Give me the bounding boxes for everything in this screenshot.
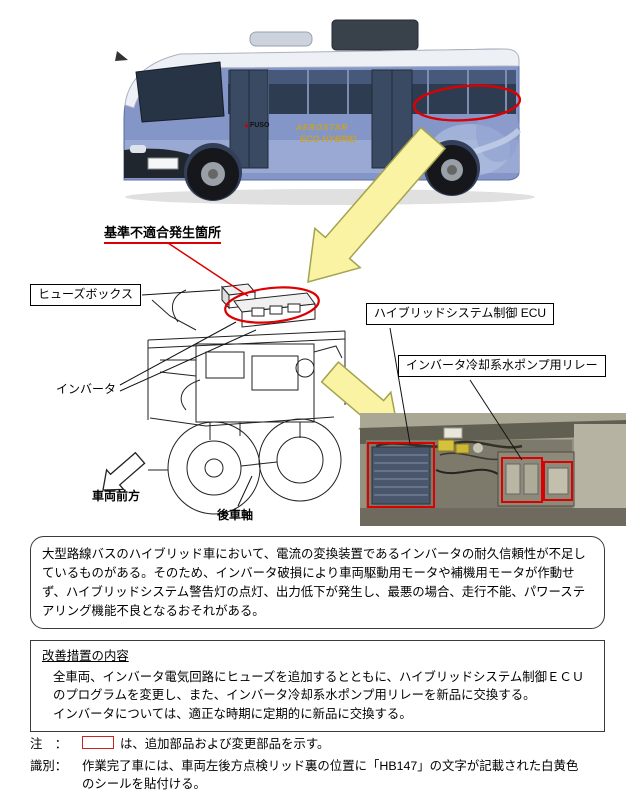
defect-area-ellipse-bus [412, 84, 522, 122]
bus-photo-graphic [115, 19, 535, 205]
measures-para-1: 全車両、インバータ電気回路にヒューズを追加するとともに、ハイブリッドシステム制御… [53, 669, 585, 703]
identification-row: 識別： 作業完了車には、車両左後方点検リッド裏の位置に「HB147」の文字が記載… [30, 757, 605, 794]
roof-fairing [249, 31, 313, 47]
measures-title: 改善措置の内容 [42, 649, 129, 663]
windshield [135, 61, 225, 123]
connector [455, 443, 470, 454]
front-hub [208, 169, 218, 179]
identification-label: 識別： [30, 758, 68, 773]
vehicle-front-label: 車両前方 [92, 489, 141, 503]
bus-eco-hybrid-logo: ECO HYBRID [300, 134, 357, 144]
measures-box: 改善措置の内容 全車両、インバータ電気回路にヒューズを追加するとともに、ハイブリ… [30, 640, 605, 733]
bus-shadow [125, 189, 535, 205]
hybrid-ecu-label: ハイブリッドシステム制御 ECU [366, 303, 555, 325]
notes-section: 注 ： は、追加部品および変更部品を示す。 識別： 作業完了車には、車両左後方点… [30, 735, 605, 797]
pump-relay-label: インバータ冷却系水ポンプ用リレー [398, 355, 606, 377]
relay [547, 467, 569, 495]
grommet [473, 443, 483, 453]
vehicle-front-arrow [102, 451, 146, 491]
bus-fuso-logo: ▲FUSO [243, 122, 270, 129]
inverter-assembly [220, 283, 316, 328]
rear-axle-label: 後車軸 [217, 508, 254, 522]
legend-added-part-box [82, 736, 114, 749]
relay-highlight-box [543, 461, 573, 501]
relay [505, 463, 521, 495]
relay-highlight-box [501, 457, 543, 503]
note-label: 注 ： [30, 737, 68, 751]
note-text: は、追加部品および変更部品を示す。 [120, 737, 330, 751]
fuse-box-label: ヒューズボックス [30, 284, 142, 306]
note-content: は、追加部品および変更部品を示す。 [82, 735, 329, 754]
headlight [130, 145, 146, 153]
connector [443, 427, 463, 439]
defect-description-box: 大型路線バスのハイブリッド車において、電流の変換装置であるインバータの耐久信頼性… [30, 536, 605, 630]
leader-lines [119, 289, 523, 507]
relay [523, 463, 539, 495]
equipment-photo-graphic [360, 413, 626, 526]
fuso-triangle-icon: ▲ [243, 122, 250, 129]
rear-hub [447, 165, 457, 175]
defect-area-ellipse-diagram [224, 286, 320, 324]
defect-leader-line [167, 242, 249, 297]
note-row: 注 ： は、追加部品および変更部品を示す。 [30, 735, 605, 754]
roof-battery-pod [331, 19, 419, 51]
ecu-fins [374, 454, 428, 496]
ecu-highlight-box [367, 442, 435, 508]
bus-aerostar-logo: AEROSTAR [296, 123, 349, 132]
license-plate [147, 157, 179, 170]
identification-text: 作業完了車には、車両左後方点検リッド裏の位置に「HB147」の文字が記載された白… [82, 758, 579, 792]
connector [437, 439, 455, 452]
defect-location-label: 基準不適合発生箇所 [104, 222, 222, 244]
chassis-diagram [147, 289, 346, 515]
measures-para-2: インバータについては、適正な時期に定期的に新品に交換する。 [53, 706, 412, 721]
mirror [115, 51, 128, 61]
yellow-arrow-bus-to-diagram [307, 126, 447, 284]
defect-description-text: 大型路線バスのハイブリッド車において、電流の変換装置であるインバータの耐久信頼性… [42, 547, 586, 618]
inverter-label: インバータ [56, 382, 117, 396]
